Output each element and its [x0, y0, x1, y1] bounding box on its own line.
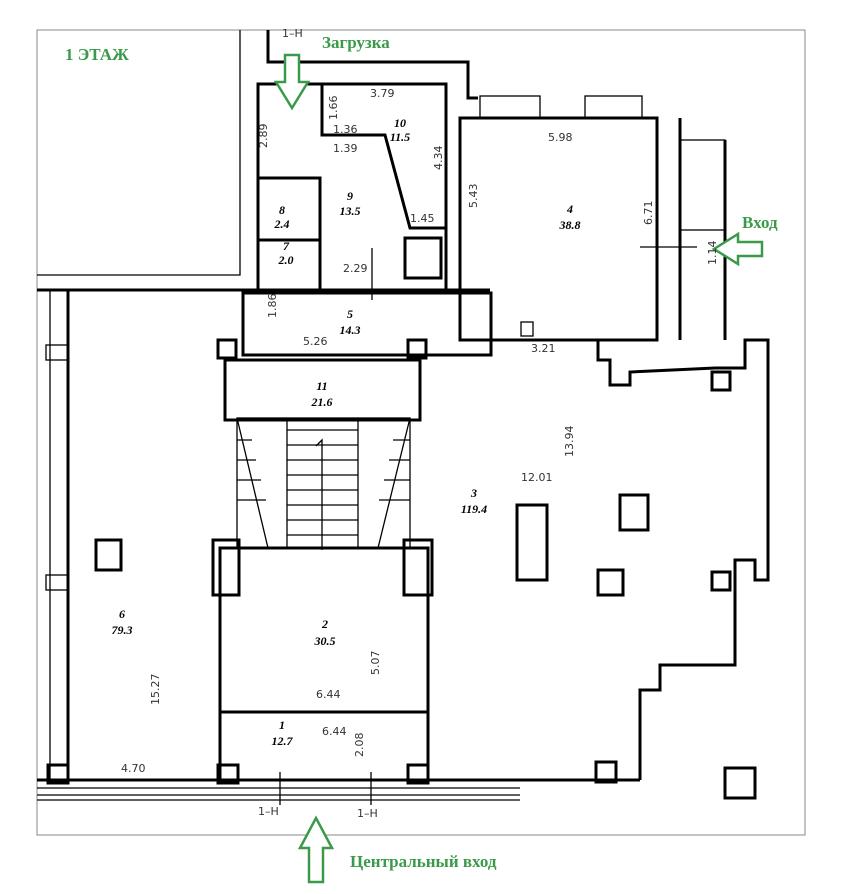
dimension-label: 2.89 — [257, 124, 270, 149]
main-entrance-arrow-icon — [297, 815, 335, 884]
room-8-area: 2.4 — [274, 217, 290, 231]
room-7-area: 2.0 — [278, 253, 294, 267]
dimension-label: 1.86 — [266, 294, 279, 319]
dimension-label: 2.29 — [343, 262, 368, 275]
dimension-label: 12.01 — [521, 471, 553, 484]
dimension-label: 1.36 — [333, 123, 358, 136]
dimension-label: 3.21 — [531, 342, 556, 355]
door-mark: 1–Н — [282, 27, 303, 40]
room-2-area: 30.5 — [314, 634, 336, 648]
dimension-label: 13.94 — [563, 426, 576, 458]
dimension-label: 4.34 — [432, 146, 445, 171]
dimension-label: 5.98 — [548, 131, 573, 144]
dimension-label: 1.14 — [706, 241, 719, 266]
dimension-label: 5.26 — [303, 335, 328, 348]
dimension-label: 3.79 — [370, 87, 395, 100]
dimension-label: 1.45 — [410, 212, 435, 225]
room-6-number: 6 — [119, 607, 125, 621]
dimension-label: 1.66 — [327, 96, 340, 121]
room-4-area: 38.8 — [559, 218, 581, 232]
room-3-number: 3 — [470, 486, 477, 500]
plan-frame — [36, 29, 806, 836]
room-10-number: 10 — [394, 116, 406, 130]
room-9-number: 9 — [347, 189, 353, 203]
room-10-area: 11.5 — [390, 130, 410, 144]
dimensions: 3.79 1.66 1.36 1.39 2.89 4.34 1.45 2.29 … — [121, 87, 719, 775]
dimension-label: 1.39 — [333, 142, 358, 155]
room-8-number: 8 — [279, 203, 285, 217]
loading-label: Загрузка — [322, 33, 390, 52]
dimension-label: 5.07 — [369, 651, 382, 676]
dimension-label: 2.08 — [353, 733, 366, 758]
room-2-number: 2 — [321, 617, 328, 631]
room-5-area: 14.3 — [340, 323, 361, 337]
dimension-label: 6.71 — [642, 201, 655, 226]
dimension-label: 15.27 — [149, 674, 162, 706]
dimension-label: 6.44 — [322, 725, 347, 738]
room-1-area: 12.7 — [272, 734, 294, 748]
dimension-label: 6.44 — [316, 688, 341, 701]
dimension-label: 4.70 — [121, 762, 146, 775]
room-4-number: 4 — [566, 202, 573, 216]
loading-arrow-icon — [273, 53, 311, 111]
room-11-number: 11 — [316, 379, 327, 393]
door-mark: 1–Н — [258, 805, 279, 818]
floor-title: 1 ЭТАЖ — [65, 45, 129, 64]
room-11-area: 21.6 — [311, 395, 333, 409]
walls — [37, 30, 770, 805]
room-1-number: 1 — [279, 718, 285, 732]
entrance-arrow-icon — [711, 231, 764, 267]
room-5-number: 5 — [347, 307, 353, 321]
room-7-number: 7 — [283, 239, 290, 253]
room-3-area: 119.4 — [461, 502, 487, 516]
room-9-area: 13.5 — [340, 204, 361, 218]
entrance-label: Вход — [742, 213, 778, 232]
dimension-label: 5.43 — [467, 184, 480, 209]
main-entrance-label: Центральный вход — [350, 852, 497, 871]
room-6-area: 79.3 — [112, 623, 133, 637]
door-mark: 1–Н — [357, 807, 378, 820]
